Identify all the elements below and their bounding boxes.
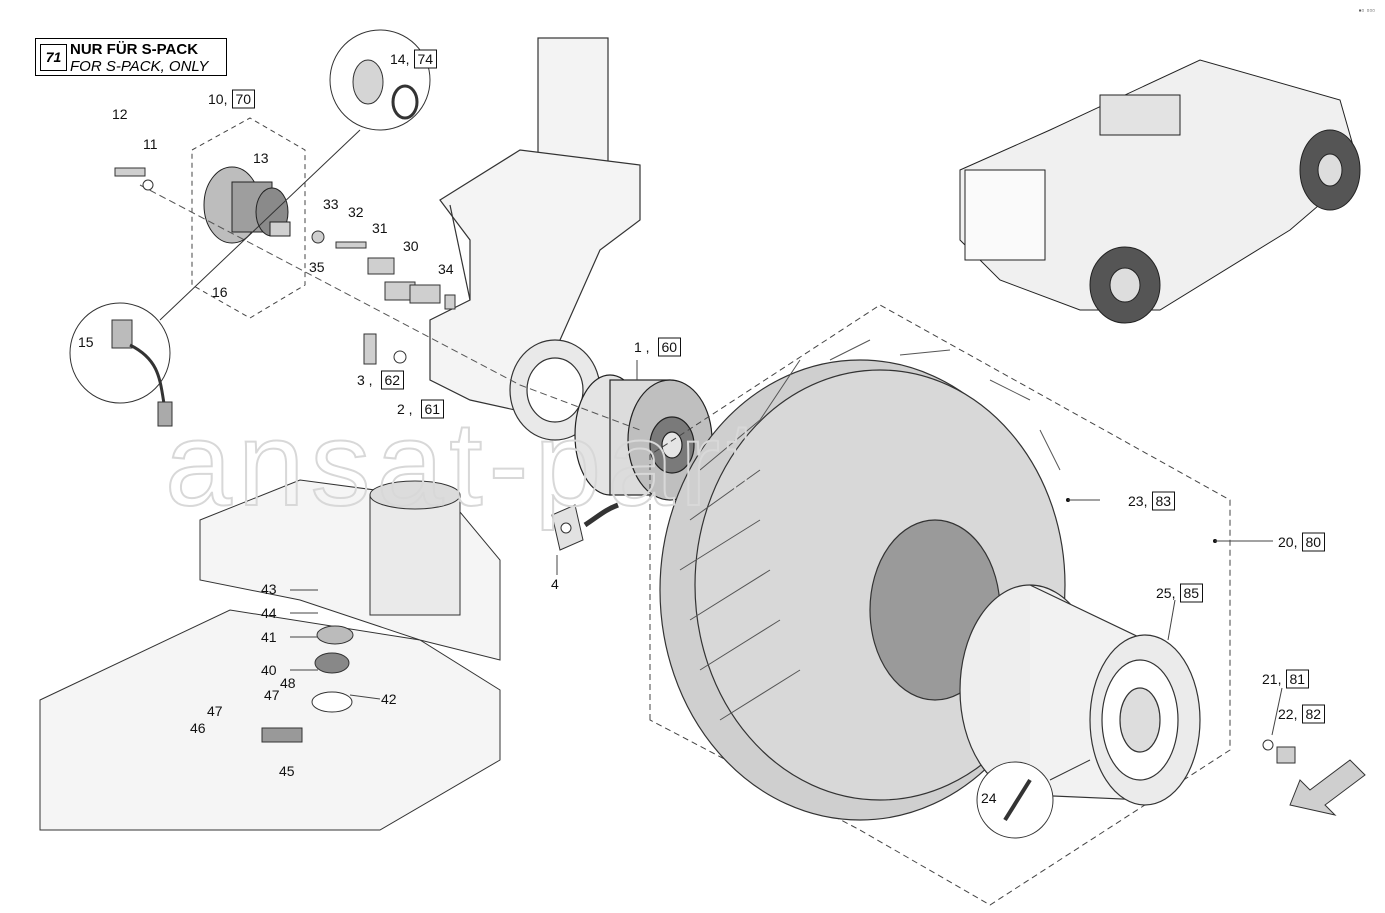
corner-mark: ▪▫ ▫▫▫ [1358,6,1375,15]
seal-detail [159,29,431,321]
part-label-22: 22, [1278,706,1297,722]
ref-box-1 [658,337,681,357]
sensor-detail [69,302,173,427]
ref-number-1: 60 [662,339,678,355]
part-label-42: 42 [381,691,397,707]
part-label-30: 30 [403,238,419,254]
part-label-14: 14, [390,51,409,67]
note-badge: 71 [40,44,67,71]
ref-box-22 [1302,704,1325,724]
ref-number-25: 85 [1184,585,1200,601]
ref-number-22: 82 [1306,706,1322,722]
part-label-47b: 47 [207,703,223,719]
note-line-de: NUR FÜR S-PACK [70,41,199,58]
ref-box-23 [1152,491,1175,511]
part-label-2: 2 , [397,401,413,417]
part-label-23: 23, [1128,493,1147,509]
part-label-32: 32 [348,204,364,220]
assembly-axis-line [139,184,641,431]
part-label-33: 33 [323,196,339,212]
valve-detail [976,759,1091,839]
ref-number-10: 70 [236,91,252,107]
part-label-20: 20, [1278,534,1297,550]
chassis-frame [39,479,501,831]
ref-box-14 [414,49,437,69]
part-label-44: 44 [261,605,277,621]
ref-number-23: 83 [1156,493,1172,509]
part-label-1: 1 , [634,339,650,355]
part-label-40: 40 [261,662,277,678]
ref-box-10 [232,89,255,109]
machine-overview-thumbnail [959,59,1361,324]
leader-lines [290,360,1283,736]
ref-box-3 [381,370,404,390]
bracket-4 [551,504,584,551]
motor-assembly-frame [191,117,306,319]
part-labels: 12 11 10, 70 13 14, 74 16 15 33 32 31 30 35 34 3 , 62 2 ,… [78,49,1325,806]
tyre-assembly-frame [649,304,1231,906]
small-parts [114,167,1296,764]
part-label-13: 13 [253,150,269,166]
part-label-24: 24 [981,790,997,806]
watermark: ansat-parts.ru [165,397,989,531]
part-label-25: 25, [1156,585,1175,601]
part-label-47a: 47 [264,687,280,703]
ref-box-25 [1180,583,1203,603]
ref-number-2: 61 [425,401,441,417]
part-label-31: 31 [372,220,388,236]
direction-arrow-icon [1289,759,1366,816]
part-label-3: 3 , [357,372,373,388]
part-label-21: 21, [1262,671,1281,687]
part-label-41: 41 [261,629,277,645]
s-pack-note: 71 NUR FÜR S-PACK FOR S-PACK, ONLY [35,38,227,76]
part-label-10: 10, [208,91,227,107]
assembly-arrow [583,502,619,528]
part-label-15: 15 [78,334,94,350]
ref-box-20 [1302,532,1325,552]
ref-number-20: 80 [1306,534,1322,550]
ref-number-21: 81 [1290,671,1306,687]
note-line-en: FOR S-PACK, ONLY [70,58,209,75]
ref-box-2 [421,399,444,419]
ref-number-14: 74 [418,51,434,67]
ref-box-21 [1286,669,1309,689]
part-label-46: 46 [190,720,206,736]
part-label-4: 4 [551,576,559,592]
wheel-rim [959,584,1201,806]
hydraulic-motor [203,166,291,244]
part-label-45: 45 [279,763,295,779]
ref-number-3: 62 [385,372,401,388]
wheel-hub-drive [574,374,713,501]
part-label-12: 12 [112,106,128,122]
part-label-34: 34 [438,261,454,277]
part-label-43: 43 [261,581,277,597]
part-label-48: 48 [280,675,296,691]
part-label-16: 16 [212,284,228,300]
part-label-11: 11 [143,136,158,152]
part-label-35: 35 [309,259,325,275]
